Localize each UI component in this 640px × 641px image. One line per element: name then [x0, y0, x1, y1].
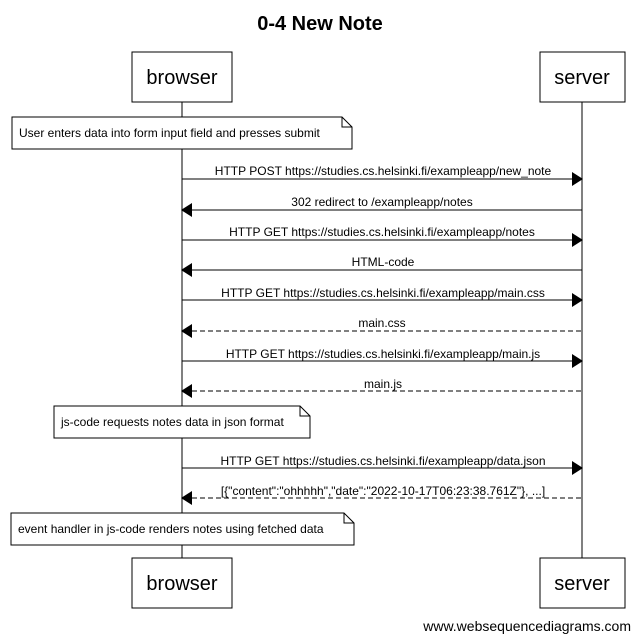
- participant-server-label: server: [554, 67, 610, 89]
- message-main-css-response: main.css: [181, 316, 582, 338]
- message-label: HTTP GET https://studies.cs.helsinki.fi/…: [220, 454, 545, 468]
- message-data-json-response: [{"content":"ohhhhh","date":"2022-10-17T…: [181, 484, 582, 505]
- message-html-code: HTML-code: [181, 255, 582, 277]
- participant-browser-label: browser: [146, 67, 217, 89]
- message-label: HTTP GET https://studies.cs.helsinki.fi/…: [226, 347, 540, 361]
- message-get-main-js: HTTP GET https://studies.cs.helsinki.fi/…: [182, 347, 583, 368]
- note-user-submit: User enters data into form input field a…: [11, 116, 353, 150]
- message-get-main-css: HTTP GET https://studies.cs.helsinki.fi/…: [182, 286, 583, 307]
- footer-credit: www.websequencediagrams.com: [422, 618, 631, 634]
- message-label: HTML-code: [352, 255, 415, 269]
- message-post-new-note: HTTP POST https://studies.cs.helsinki.fi…: [182, 164, 583, 186]
- note-text: js-code requests notes data in json form…: [60, 415, 284, 429]
- note-text: User enters data into form input field a…: [19, 126, 320, 140]
- note-text: event handler in js-code renders notes u…: [18, 522, 324, 536]
- message-label: [{"content":"ohhhhh","date":"2022-10-17T…: [221, 484, 545, 498]
- message-label: main.js: [364, 377, 402, 391]
- message-label: HTTP GET https://studies.cs.helsinki.fi/…: [229, 225, 535, 239]
- diagram-title: 0-4 New Note: [257, 13, 383, 35]
- message-label: HTTP POST https://studies.cs.helsinki.fi…: [215, 164, 552, 178]
- message-get-notes: HTTP GET https://studies.cs.helsinki.fi/…: [182, 225, 583, 247]
- participant-browser-bottom: browser: [131, 557, 233, 609]
- participant-server-top: server: [539, 51, 626, 103]
- message-get-data-json: HTTP GET https://studies.cs.helsinki.fi/…: [182, 454, 583, 475]
- message-label: HTTP GET https://studies.cs.helsinki.fi/…: [221, 286, 545, 300]
- message-main-js-response: main.js: [181, 377, 582, 398]
- message-302-redirect: 302 redirect to /exampleapp/notes: [181, 195, 582, 217]
- message-label: main.css: [358, 316, 405, 330]
- message-label: 302 redirect to /exampleapp/notes: [291, 195, 472, 209]
- note-event-handler-renders: event handler in js-code renders notes u…: [10, 512, 355, 546]
- participant-server-bottom: server: [539, 557, 626, 609]
- participant-browser-top: browser: [131, 51, 233, 103]
- participant-browser-label: browser: [146, 573, 217, 595]
- note-js-requests-json: js-code requests notes data in json form…: [53, 405, 311, 439]
- participant-server-label: server: [554, 573, 610, 595]
